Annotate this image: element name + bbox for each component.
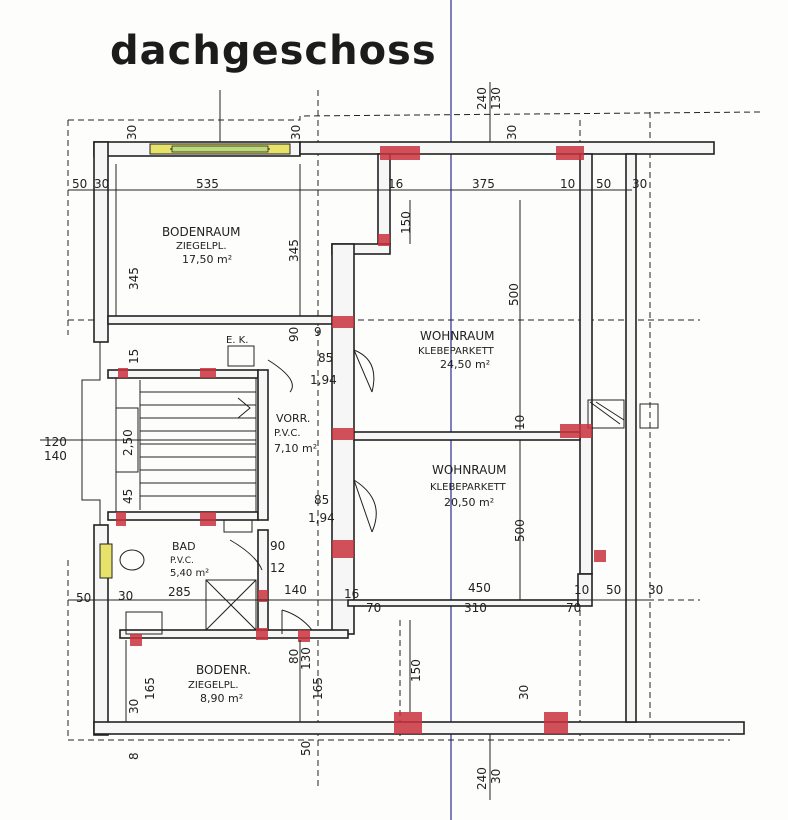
dim: 285 (168, 585, 191, 599)
room-area: 20,50 m² (444, 496, 494, 509)
dim: 165 (311, 677, 325, 700)
dim: 50 (606, 583, 621, 597)
red-highlights (116, 146, 606, 734)
dimension-lines (40, 82, 650, 800)
room-floor: P.V.C. (274, 428, 301, 439)
dim: 50 (299, 741, 313, 756)
room-vorr: VORR. P.V.C. 7,10 m² (274, 412, 317, 455)
dim: 10 (513, 415, 527, 430)
dimension-labels: 240 130 30 30 30 50 30 535 16 375 10 50 … (44, 87, 663, 790)
roof-window (149, 143, 291, 155)
bathroom-fixtures (99, 345, 257, 635)
dim: 1,94 (308, 511, 335, 525)
dim: 9 (314, 325, 322, 339)
dim: 12 (270, 561, 285, 575)
dim: 85 (314, 493, 329, 507)
dim: 30 (289, 125, 303, 140)
dim: 2,50 (121, 429, 135, 456)
dim: 140 (44, 449, 67, 463)
dim: 30 (127, 699, 141, 714)
dim: 10 (560, 177, 575, 191)
plan-title: dachgeschoss (110, 28, 437, 74)
room-name: BODENRAUM (162, 225, 240, 239)
dim: 30 (632, 177, 647, 191)
room-floor: ZIEGELPL. (188, 680, 239, 691)
dim: 150 (409, 659, 423, 682)
doors (229, 349, 377, 634)
dim: 30 (505, 125, 519, 140)
room-floor: KLEBEPARKETT (418, 346, 495, 357)
dim: 130 (299, 647, 313, 670)
dim: 150 (399, 211, 413, 234)
dim: 10 (574, 583, 589, 597)
room-wohnraum-top: WOHNRAUM KLEBEPARKETT 24,50 m² (418, 329, 495, 371)
dim: 50 (72, 177, 87, 191)
room-name: BAD (172, 540, 196, 553)
dim: 30 (648, 583, 663, 597)
dim: 140 (284, 583, 307, 597)
dim: 15 (127, 349, 141, 364)
label-ek: E. K. (226, 335, 248, 346)
room-name: WOHNRAUM (420, 329, 495, 343)
dormer-symbol (587, 399, 659, 429)
room-name: BODENR. (196, 663, 251, 677)
room-area: 5,40 m² (170, 568, 209, 579)
room-bodenraum-bottom: BODENR. ZIEGELPL. 8,90 m² (188, 663, 251, 705)
dim: 16 (388, 177, 403, 191)
dim: 375 (472, 177, 495, 191)
dim: 45 (121, 489, 135, 504)
dim: 70 (366, 601, 381, 615)
dim: 50 (596, 177, 611, 191)
room-bad: BAD P.V.C. 5,40 m² (170, 540, 209, 579)
dim: 165 (143, 677, 157, 700)
room-wohnraum-bottom: WOHNRAUM KLEBEPARKETT 20,50 m² (430, 463, 507, 509)
dim: 130 (489, 87, 503, 110)
room-floor: P.V.C. (170, 556, 194, 566)
dim: 535 (196, 177, 219, 191)
room-name: WOHNRAUM (432, 463, 507, 477)
dim: 80 (287, 649, 301, 664)
room-floor: KLEBEPARKETT (430, 482, 507, 493)
room-area: 8,90 m² (200, 692, 243, 705)
dim: 90 (270, 539, 285, 553)
dim: 30 (118, 589, 133, 603)
dim: 50 (76, 591, 91, 605)
room-area: 17,50 m² (182, 253, 232, 266)
dim: 90 (287, 327, 301, 342)
room-area: 24,50 m² (440, 358, 490, 371)
room-bodenraum-top: BODENRAUM ZIEGELPL. 17,50 m² (162, 225, 240, 266)
dim: 30 (517, 685, 531, 700)
dim: 345 (127, 267, 141, 290)
dim: 30 (94, 177, 109, 191)
dim: 240 (475, 767, 489, 790)
dim: 70 (566, 601, 581, 615)
dim: 500 (507, 283, 521, 306)
dim: 120 (44, 435, 67, 449)
dim: 1,94 (310, 373, 337, 387)
dim: 240 (475, 87, 489, 110)
staircase (115, 377, 257, 513)
room-floor: ZIEGELPL. (176, 241, 227, 252)
dim: 30 (125, 125, 139, 140)
room-name: VORR. (276, 412, 310, 425)
dim: 345 (287, 239, 301, 262)
dim: 450 (468, 581, 491, 595)
dim: 500 (513, 519, 527, 542)
dim: 8 (127, 752, 141, 760)
dim: 310 (464, 601, 487, 615)
dim: 16 (344, 587, 359, 601)
dim: 30 (489, 769, 503, 784)
room-area: 7,10 m² (274, 442, 317, 455)
dim: 85 (318, 351, 333, 365)
